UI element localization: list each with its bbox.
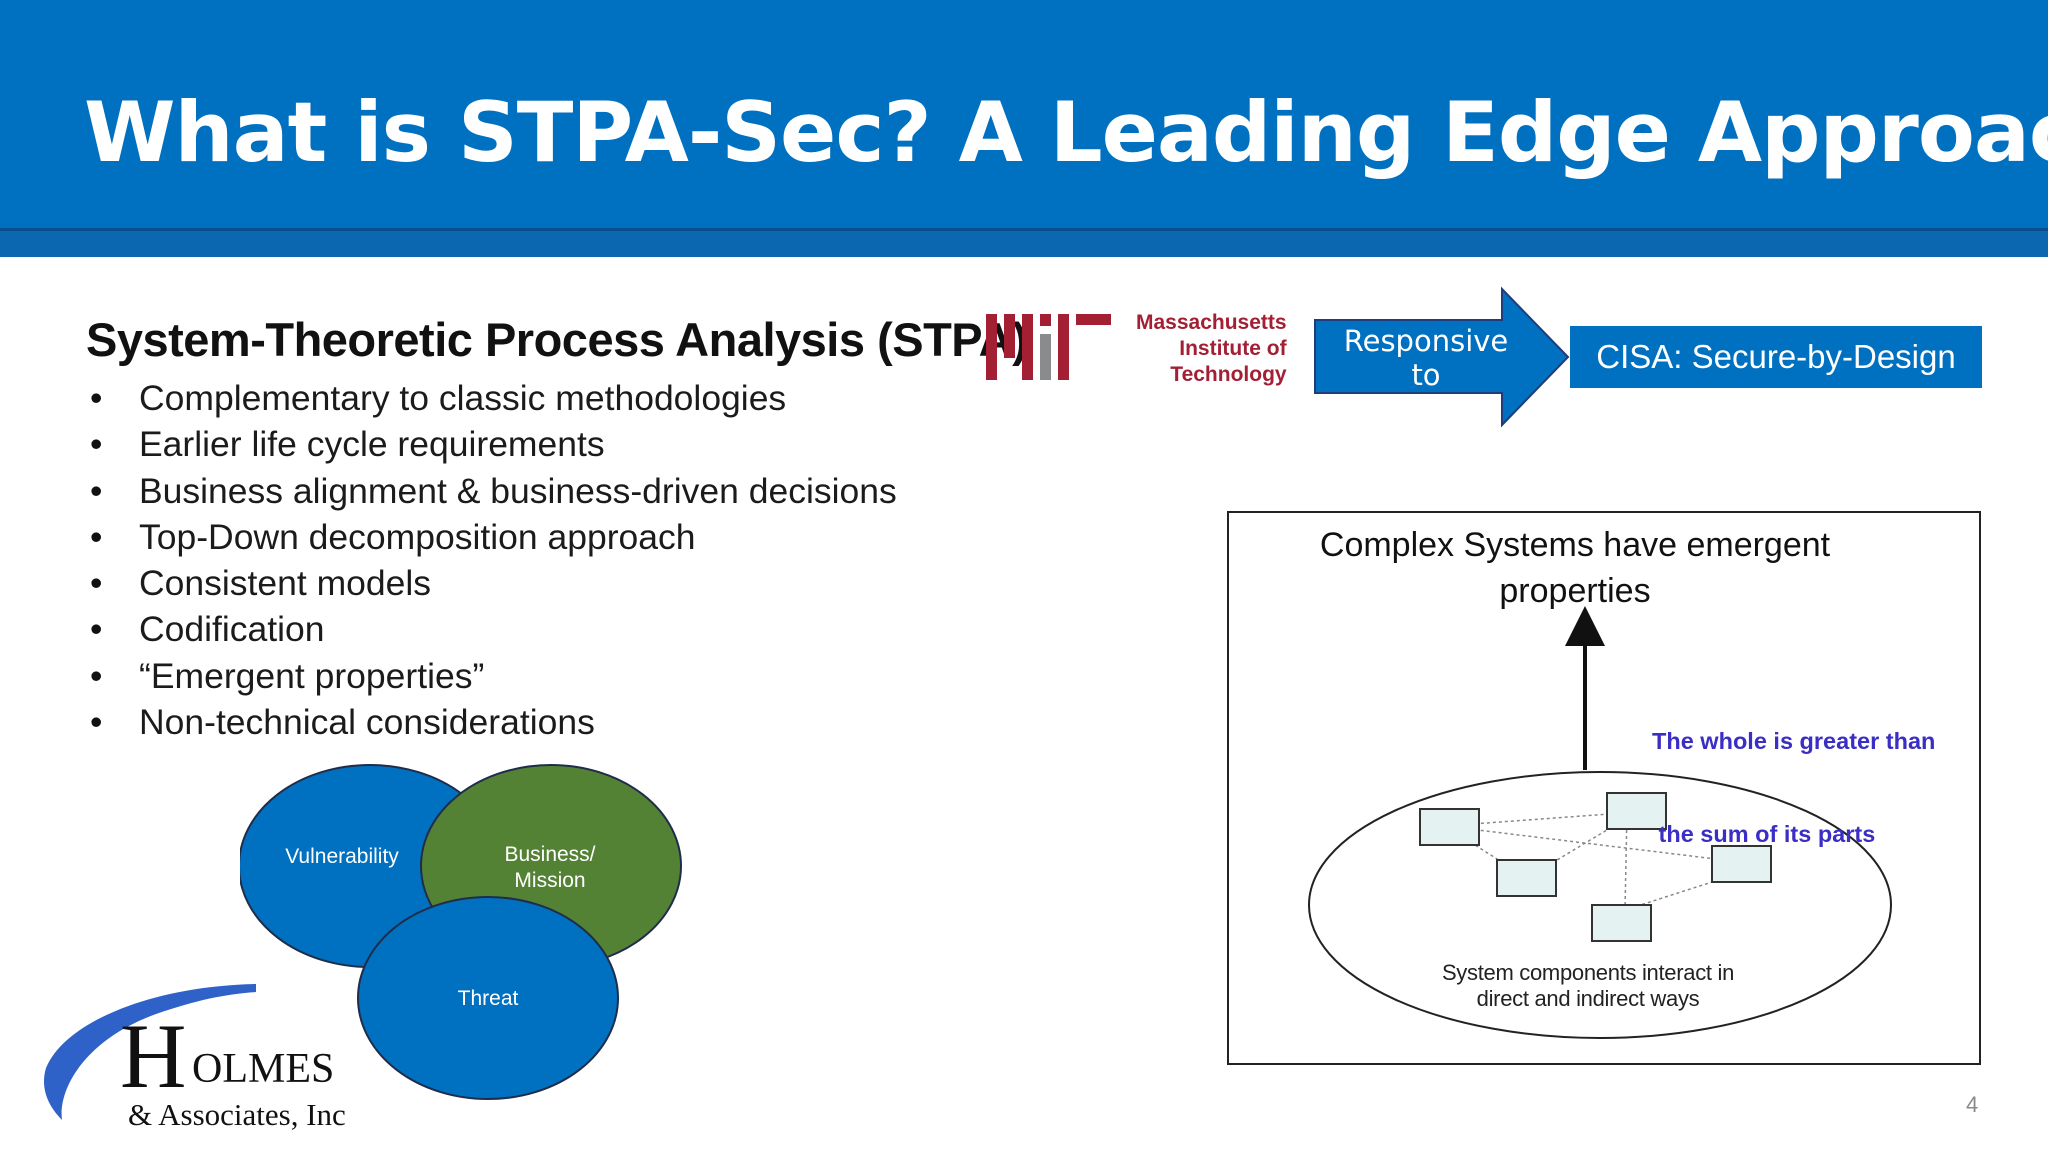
complex-title-line: Complex Systems have emergent xyxy=(1319,526,1831,564)
holmes-swoosh-icon xyxy=(43,984,256,1120)
venn-label-line: Mission xyxy=(514,869,586,892)
slide-title: What is STPA-Sec? A Leading Edge Approac… xyxy=(84,84,2048,181)
complex-title-line: properties xyxy=(1499,572,1651,610)
system-components-diagram xyxy=(1308,606,1892,1039)
holmes-initial: H xyxy=(120,1005,187,1107)
cisa-label: CISA: Secure-by-Design xyxy=(1596,338,1956,375)
component-box xyxy=(1606,792,1667,830)
threat-circle xyxy=(357,896,619,1100)
bullet-list: Complementary to classic methodologies E… xyxy=(86,375,897,745)
venn-label-line: Business/ xyxy=(504,843,596,866)
component-box xyxy=(1419,808,1480,846)
bullet-item: Top-Down decomposition approach xyxy=(86,514,897,560)
bullet-item: “Emergent properties” xyxy=(86,653,897,699)
bullet-item: Earlier life cycle requirements xyxy=(86,421,897,467)
bullet-item: Business alignment & business-driven dec… xyxy=(86,468,897,514)
components-line: System components interact in xyxy=(1441,960,1735,985)
complex-systems-title: Complex Systems have emergent properties xyxy=(1260,522,1890,614)
responsive-line: to xyxy=(1411,358,1441,392)
holmes-subline: & Associates, Inc xyxy=(128,1097,346,1132)
mit-name-line: Institute of xyxy=(1179,337,1287,360)
responsive-arrow-icon xyxy=(1314,286,1570,428)
whole-line: the sum of its parts xyxy=(1652,821,1876,847)
component-box xyxy=(1591,904,1652,942)
whole-greater-text: The whole is greater than the sum of its… xyxy=(1652,664,1935,881)
title-strip xyxy=(0,228,2048,257)
venn-label-vulnerability: Vulnerability xyxy=(285,845,399,868)
bullet-item: Complementary to classic methodologies xyxy=(86,375,897,421)
mit-name-line: Technology xyxy=(1170,363,1287,386)
stpa-heading: System-Theoretic Process Analysis (STPA) xyxy=(86,313,1028,366)
bullet-item: Non-technical considerations xyxy=(86,699,897,745)
venn-label-threat: Threat xyxy=(457,987,519,1010)
page-number: 4 xyxy=(1966,1092,1979,1117)
cisa-box xyxy=(1570,326,1982,388)
component-box xyxy=(1496,859,1557,897)
venn-diagram xyxy=(240,764,682,1100)
components-line: direct and indirect ways xyxy=(1476,986,1700,1011)
mit-logo-icon xyxy=(986,314,1111,380)
mit-name: Massachusetts Institute of Technology xyxy=(1136,310,1287,388)
bullet-item: Codification xyxy=(86,606,897,652)
component-box xyxy=(1711,845,1772,883)
emergent-properties-figure xyxy=(1227,511,1981,1065)
components-caption: System components interact in direct and… xyxy=(1308,960,1868,1012)
mit-name-line: Massachusetts xyxy=(1136,311,1287,334)
venn-label-business: Business/ Mission xyxy=(480,842,620,894)
responsive-line: Responsive xyxy=(1343,324,1509,358)
holmes-name: OLMES xyxy=(192,1046,335,1092)
whole-line: The whole is greater than xyxy=(1652,728,1936,754)
bullet-item: Consistent models xyxy=(86,560,897,606)
responsive-label: Responsive to xyxy=(1318,324,1534,392)
title-band xyxy=(0,0,2048,228)
